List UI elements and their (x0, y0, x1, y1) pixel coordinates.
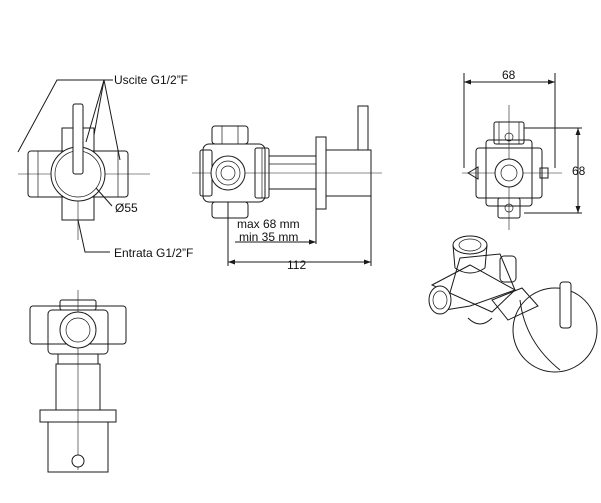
diameter-label: Ø55 (115, 201, 138, 215)
max-depth-label: max 68 mm (237, 217, 300, 231)
min-depth-label: min 35 mm (239, 230, 298, 244)
height-label: 68 (572, 164, 586, 178)
inlet-label: Entrata G1/2”F (114, 246, 193, 260)
outlets-label: Uscite G1/2”F (114, 73, 188, 87)
back-view (462, 73, 582, 230)
side-view (192, 105, 382, 266)
top-view (29, 290, 127, 473)
width-label: 68 (502, 68, 516, 82)
isometric-view (428, 235, 598, 373)
front-view (17, 79, 150, 253)
length-label: 112 (287, 258, 306, 272)
